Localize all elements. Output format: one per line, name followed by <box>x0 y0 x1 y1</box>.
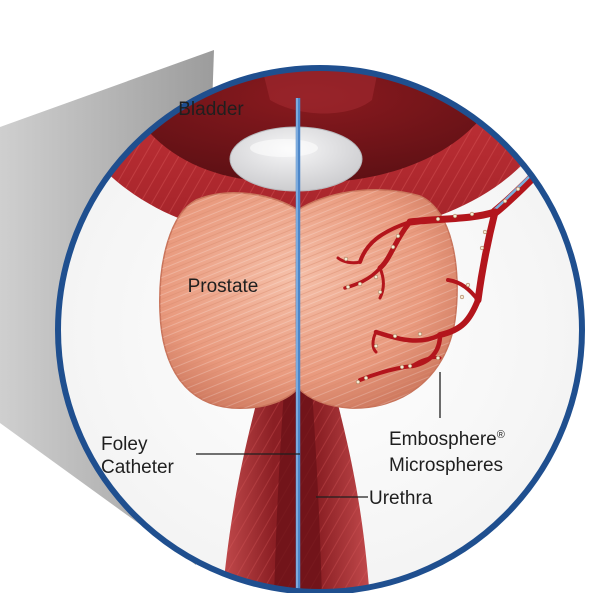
label-urethra: Urethra <box>369 488 433 509</box>
label-foley-line2: Catheter <box>101 457 175 478</box>
embosphere-text: Embosphere <box>389 429 497 450</box>
label-embosphere-line1: Embosphere® <box>389 429 505 450</box>
label-foley-line1: Foley <box>101 434 148 455</box>
registered-mark: ® <box>497 429 505 441</box>
label-prostate: Prostate <box>188 276 259 297</box>
label-bladder: Bladder <box>178 99 244 120</box>
label-embosphere-line2: Microspheres <box>389 455 503 476</box>
